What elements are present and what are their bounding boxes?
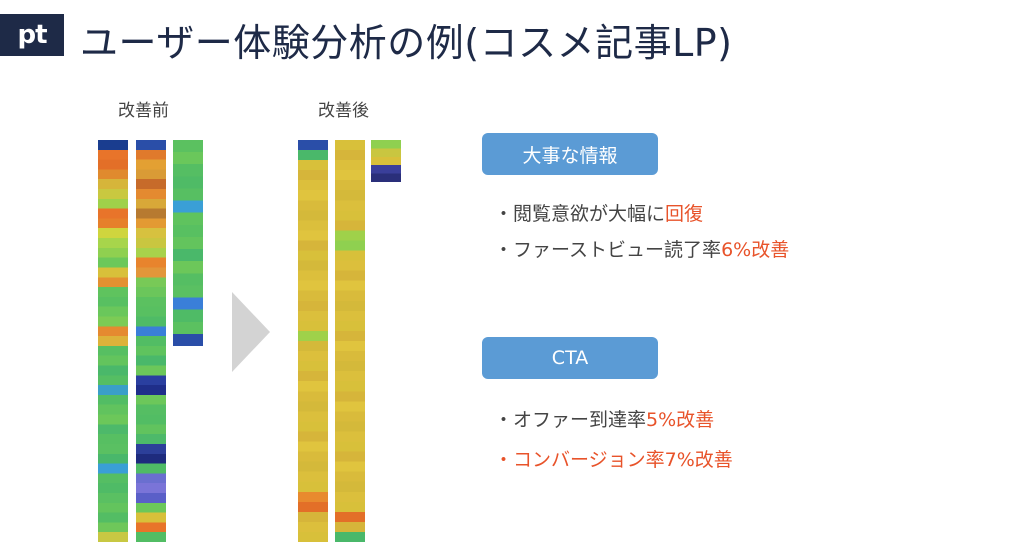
heatmap-before-strip-3	[173, 140, 203, 346]
cta-bullet-2: ・コンバージョン率7%改善	[494, 445, 733, 472]
cta-bullet-1-highlight: 5%改善	[646, 409, 715, 431]
page-title: ユーザー体験分析の例(コスメ記事LP)	[80, 21, 733, 65]
before-label: 改善前	[118, 101, 169, 121]
cta-bullet-2-highlight: コンバージョン率7%改善	[513, 449, 733, 471]
after-label: 改善後	[318, 101, 369, 121]
heatmap-before-strip-1	[98, 140, 128, 542]
cta-heading-pill: CTA	[482, 337, 658, 379]
cta-bullet-1-text: ・オファー到達率	[494, 409, 647, 431]
info-bullet-1-highlight: 回復	[665, 203, 704, 225]
info-bullet-2: ・ファーストビュー読了率6%改善	[494, 235, 789, 262]
info-bullet-2-highlight: 6%改善	[721, 239, 790, 261]
info-bullet-1: ・閲覧意欲が大幅に回復	[494, 199, 703, 226]
heatmap-after-strip-2	[335, 140, 365, 542]
cta-bullet-1: ・オファー到達率5%改善	[494, 405, 714, 432]
info-heading-pill: 大事な情報	[482, 133, 658, 175]
brand-logo: pt	[0, 14, 64, 56]
heatmap-before-strip-2	[136, 140, 166, 542]
heatmap-after-strip-3	[371, 140, 401, 182]
heatmap-after-strip-1	[298, 140, 328, 542]
arrow-right-icon	[232, 292, 270, 372]
info-bullet-1-text: ・閲覧意欲が大幅に	[494, 203, 666, 225]
cta-bullet-2-text: ・	[494, 449, 514, 471]
info-bullet-2-text: ・ファーストビュー読了率	[494, 239, 722, 261]
